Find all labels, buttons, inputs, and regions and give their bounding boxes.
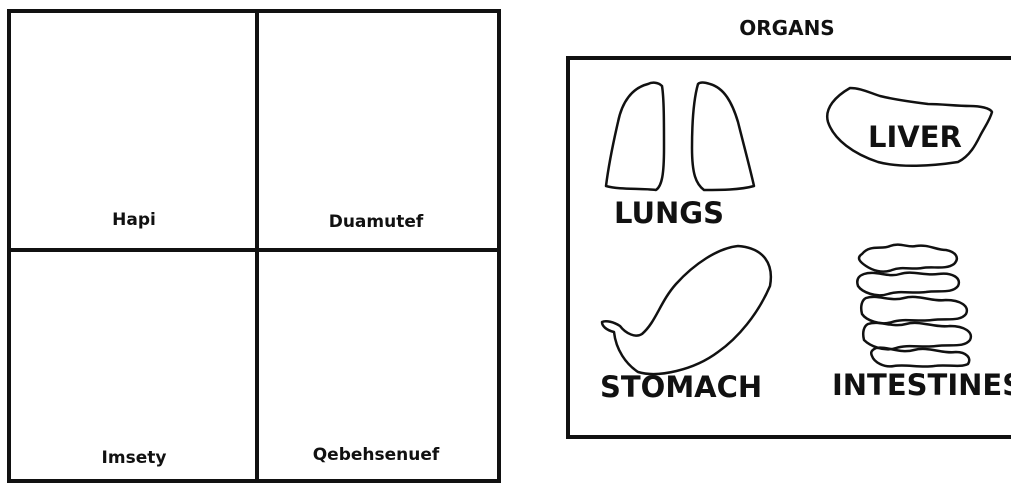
jar-label-duamutef: Duamutef — [311, 212, 441, 232]
organs-title: ORGANS — [692, 16, 882, 40]
lungs-icon — [600, 78, 760, 198]
grid-divider-vertical — [255, 13, 259, 479]
jar-label-imsety: Imsety — [79, 448, 189, 468]
organ-label-liver: LIVER — [868, 120, 962, 154]
organ-label-lungs: LUNGS — [614, 196, 724, 230]
organ-label-stomach: STOMACH — [600, 370, 762, 404]
stomach-icon — [598, 240, 778, 380]
intestines-icon — [842, 240, 992, 370]
organ-label-intestines: INTESTINES — [832, 368, 1011, 402]
jar-label-qebehsenuef: Qebehsenuef — [306, 445, 446, 465]
jar-label-hapi: Hapi — [79, 210, 189, 230]
grid-divider-horizontal — [11, 248, 497, 252]
organs-panel: LUNGS LIVER STOMACH INTESTINES — [566, 56, 1011, 439]
jar-grid: Hapi Duamutef Imsety Qebehsenuef — [7, 9, 501, 483]
